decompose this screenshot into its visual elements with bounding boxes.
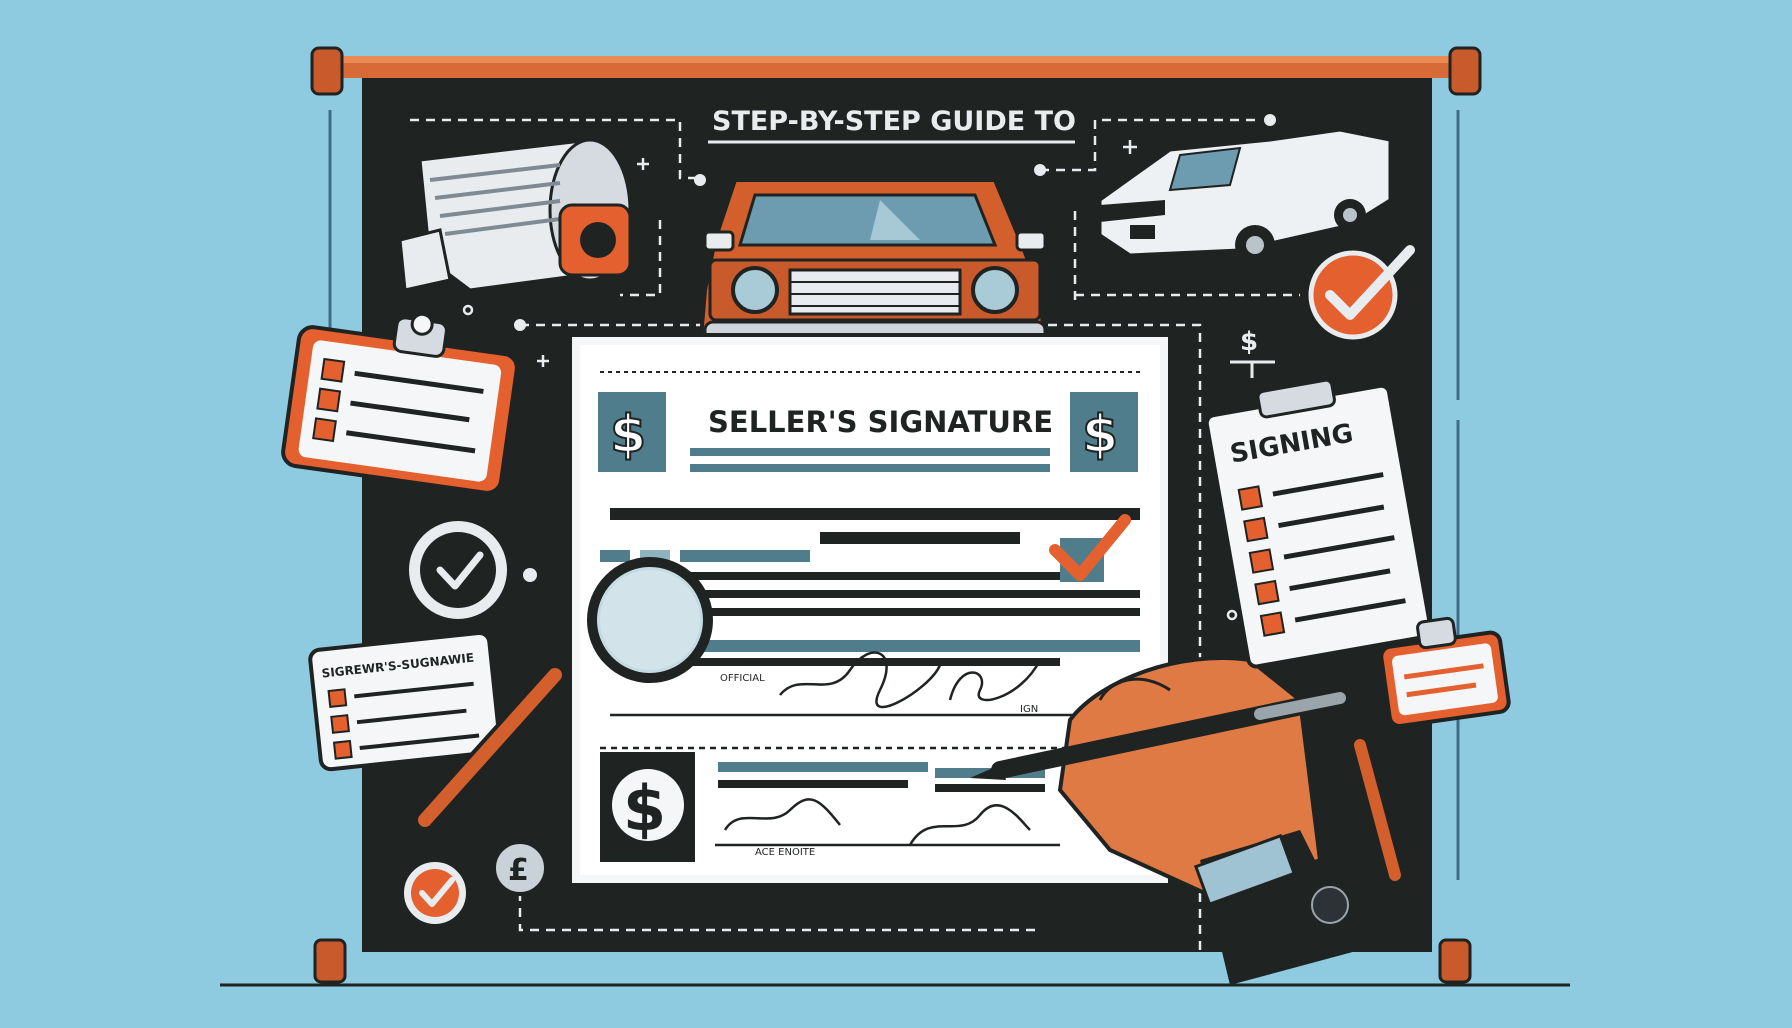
svg-text:$: $ (1240, 327, 1258, 357)
paper-roll-icon (398, 138, 632, 292)
svg-text:$: $ (623, 772, 666, 845)
svg-text:$: $ (610, 405, 646, 465)
document-check-icon (1049, 514, 1131, 582)
right-clipboard-card: SIGNING (1204, 378, 1433, 669)
document-small-label-2: IGN (1020, 704, 1038, 715)
magnifying-glass-icon (409, 557, 713, 836)
dollar-stamp-bottom-icon: $ (600, 752, 695, 862)
document-small-label-3: ACE ENOITE (755, 847, 815, 858)
sparkle-marks (462, 140, 1238, 621)
dollar-stamp-right-icon: $ (1070, 392, 1138, 472)
svg-text:$: $ (1082, 405, 1118, 465)
spare-pen-icon (1350, 735, 1405, 885)
small-id-card (1379, 616, 1511, 728)
check-badge-icon (1308, 245, 1415, 340)
left-signature-card: SIGREWR'S-SUGNAWIE (308, 630, 502, 772)
dollar-stamp-left-icon: $ (598, 392, 666, 472)
text-lines (600, 448, 1140, 666)
hand-with-pen-icon (970, 656, 1360, 985)
header-text: STEP-BY-STEP GUIDE TO (712, 106, 1076, 137)
connector-dots (514, 114, 1276, 582)
round-check-icon (403, 515, 513, 625)
signature-area (600, 651, 1140, 847)
svg-text:£: £ (508, 853, 529, 888)
document-title: SELLER'S SIGNATURE (708, 405, 1053, 439)
document-small-label-1: OFFICIAL (720, 673, 765, 684)
banner-rod (310, 46, 1482, 96)
small-check-badge-icon (400, 858, 470, 928)
pickup-truck-icon (1098, 128, 1392, 265)
left-clipboard-card (281, 312, 519, 495)
banner-feet (313, 938, 1472, 984)
coin-icon: £ (492, 840, 548, 896)
dollar-pin-icon: $ (1230, 327, 1275, 378)
